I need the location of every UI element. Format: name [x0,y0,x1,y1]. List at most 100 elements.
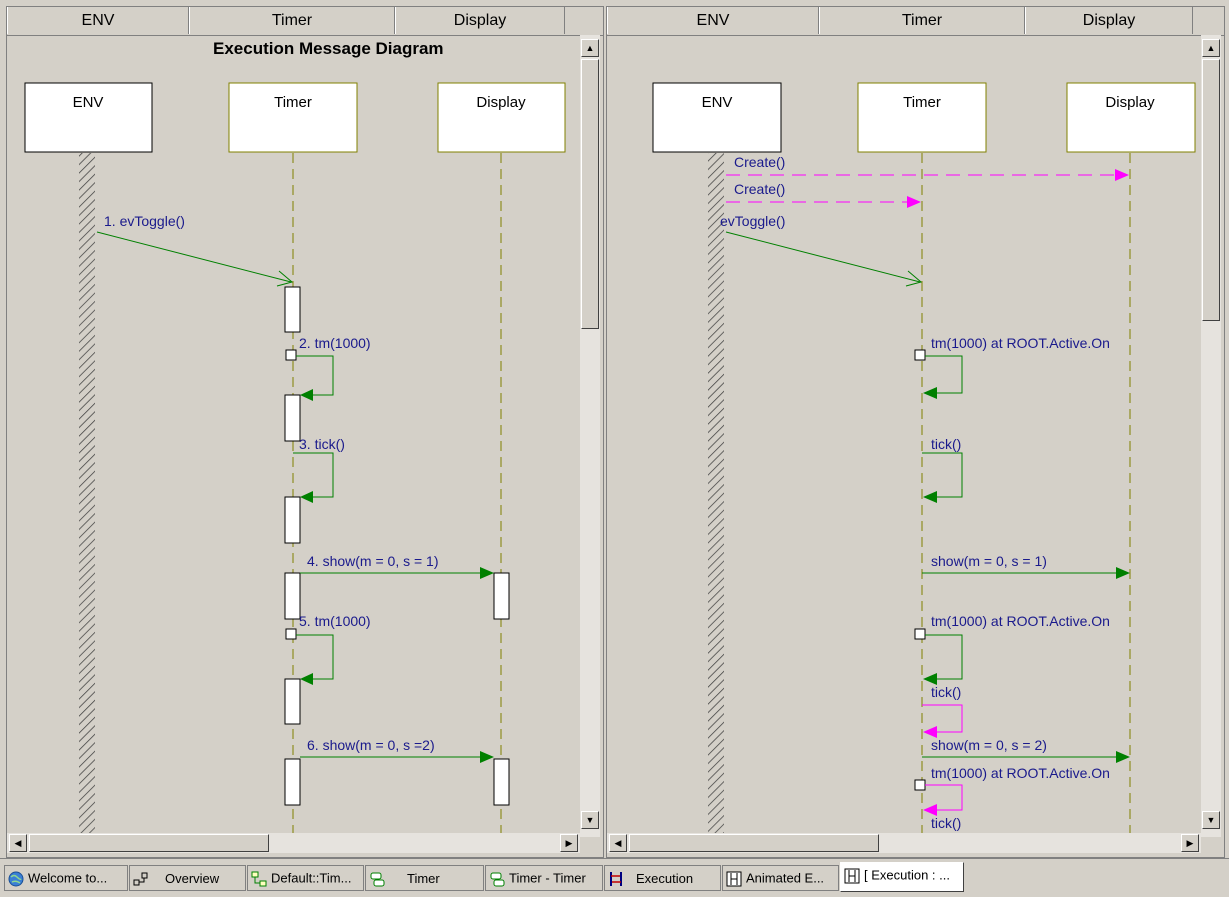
self-message-arrow[interactable] [922,452,963,498]
tab-execution[interactable]: Execution [604,865,721,891]
tab-timer[interactable]: Timer [365,865,484,891]
scroll-right-button[interactable]: ▶ [560,834,578,852]
timer-start-marker [914,628,926,640]
scroll-right-button[interactable]: ▶ [1181,834,1199,852]
env-instance-box[interactable] [24,82,153,153]
tab-label: Timer [407,870,440,886]
column-header-display[interactable]: Display [1025,7,1193,34]
timer-start-marker [285,628,297,640]
globe-icon [8,871,24,887]
right-horizontal-scrollbar[interactable]: ◀ ▶ [607,833,1201,853]
message-label[interactable]: tick() [931,815,961,831]
scroll-thumb[interactable] [1202,59,1220,321]
message-arrowhead [923,804,937,816]
tab-label: Execution [636,870,694,886]
message-label[interactable]: 4. show(m = 0, s = 1) [307,553,439,569]
scroll-down-button[interactable]: ▼ [1202,811,1220,829]
message-label[interactable]: evToggle() [720,213,785,229]
message-arrow[interactable] [725,231,921,283]
self-message-arrow[interactable] [296,634,334,680]
message-arrowhead [300,673,313,685]
env-instance-label: ENV [702,94,733,111]
left-diagram-canvas: Execution Message Diagram ENV Timer Disp… [24,39,566,837]
self-message-arrow[interactable] [296,355,334,396]
tab-label: Welcome to... [28,870,108,886]
display-instance-label: Display [476,94,526,111]
timer-instance-label: Timer [274,94,312,111]
tab-default-timer[interactable]: Default::Tim... [247,865,364,891]
tab-animated-execution[interactable]: Animated E... [722,865,839,891]
scroll-left-button[interactable]: ◀ [9,834,27,852]
message-arrowhead [923,387,937,399]
left-horizontal-scrollbar[interactable]: ◀ ▶ [7,833,580,853]
left-column-header: ENV Timer Display [7,7,603,36]
column-header-display[interactable]: Display [395,7,565,34]
self-message-arrow[interactable] [925,634,963,680]
timer-instance-box[interactable] [857,82,987,153]
scroll-left-button[interactable]: ◀ [609,834,627,852]
right-diagram-canvas: ENV Timer Display Create() Create() evTo… [652,82,1196,837]
message-label[interactable]: tm(1000) at ROOT.Active.On [931,335,1110,351]
message-arrow[interactable] [96,231,292,283]
display-instance-box[interactable] [437,82,566,153]
scroll-up-button[interactable]: ▲ [581,39,599,57]
self-message-arrow[interactable] [293,452,334,498]
tab-welcome[interactable]: Welcome to... [4,865,128,891]
message-arrowhead [480,751,494,763]
message-label[interactable]: 2. tm(1000) [299,335,371,351]
diagram-title: Execution Message Diagram [213,39,444,58]
display-instance-box[interactable] [1066,82,1196,153]
message-label[interactable]: tick() [931,684,961,700]
scroll-down-button[interactable]: ▼ [581,811,599,829]
timer-start-marker [914,779,926,791]
activation-bar [284,572,301,620]
tab-overview[interactable]: Overview [129,865,246,891]
scroll-up-button[interactable]: ▲ [1202,39,1220,57]
display-instance-label: Display [1105,94,1155,111]
message-arrowhead [923,673,937,685]
activation-bar [493,572,510,620]
message-label[interactable]: 3. tick() [299,436,345,452]
message-label[interactable]: tm(1000) at ROOT.Active.On [931,613,1110,629]
right-diagram-pane[interactable]: ENV Timer Display Create() Create() evTo… [606,6,1225,858]
column-header-env[interactable]: ENV [607,7,819,34]
env-lifeline [79,153,95,833]
env-lifeline [708,153,724,833]
tab-timer-timer[interactable]: Timer - Timer [485,865,603,891]
message-label[interactable]: show(m = 0, s = 2) [931,737,1047,753]
message-label[interactable]: tm(1000) at ROOT.Active.On [931,765,1110,781]
self-message-arrow[interactable] [925,784,963,811]
message-label[interactable]: Create() [734,181,785,197]
message-label[interactable]: 6. show(m = 0, s =2) [307,737,435,753]
statechart-icon [490,872,505,887]
column-header-timer[interactable]: Timer [819,7,1025,34]
scroll-thumb[interactable] [581,59,599,329]
message-arrowhead [923,726,937,738]
message-label[interactable]: 1. evToggle() [104,213,185,229]
message-arrowhead [300,389,313,401]
column-header-timer[interactable]: Timer [189,7,395,34]
timer-start-marker [285,349,297,361]
column-header-env[interactable]: ENV [7,7,189,34]
self-message-arrow[interactable] [922,704,963,733]
right-column-header: ENV Timer Display [607,7,1224,36]
right-vertical-scrollbar[interactable]: ▲ ▼ [1201,35,1221,837]
env-instance-box[interactable] [652,82,782,153]
activation-bar [284,678,301,725]
message-label[interactable]: tick() [931,436,961,452]
timer-instance-box[interactable] [228,82,358,153]
message-label[interactable]: 5. tm(1000) [299,613,371,629]
message-label[interactable]: Create() [734,154,785,170]
statechart-icon [370,872,385,887]
tab-execution-active[interactable]: [ Execution : ... [840,862,964,892]
scroll-thumb[interactable] [29,834,269,852]
left-diagram-pane[interactable]: Execution Message Diagram ENV Timer Disp… [6,6,604,858]
message-arrowhead [907,196,921,208]
overview-diagram-icon [133,872,148,886]
self-message-arrow[interactable] [925,355,963,394]
left-vertical-scrollbar[interactable]: ▲ ▼ [580,35,600,837]
message-arrowhead [905,270,923,287]
message-label[interactable]: show(m = 0, s = 1) [931,553,1047,569]
scroll-thumb[interactable] [629,834,879,852]
activation-bar [284,286,301,333]
